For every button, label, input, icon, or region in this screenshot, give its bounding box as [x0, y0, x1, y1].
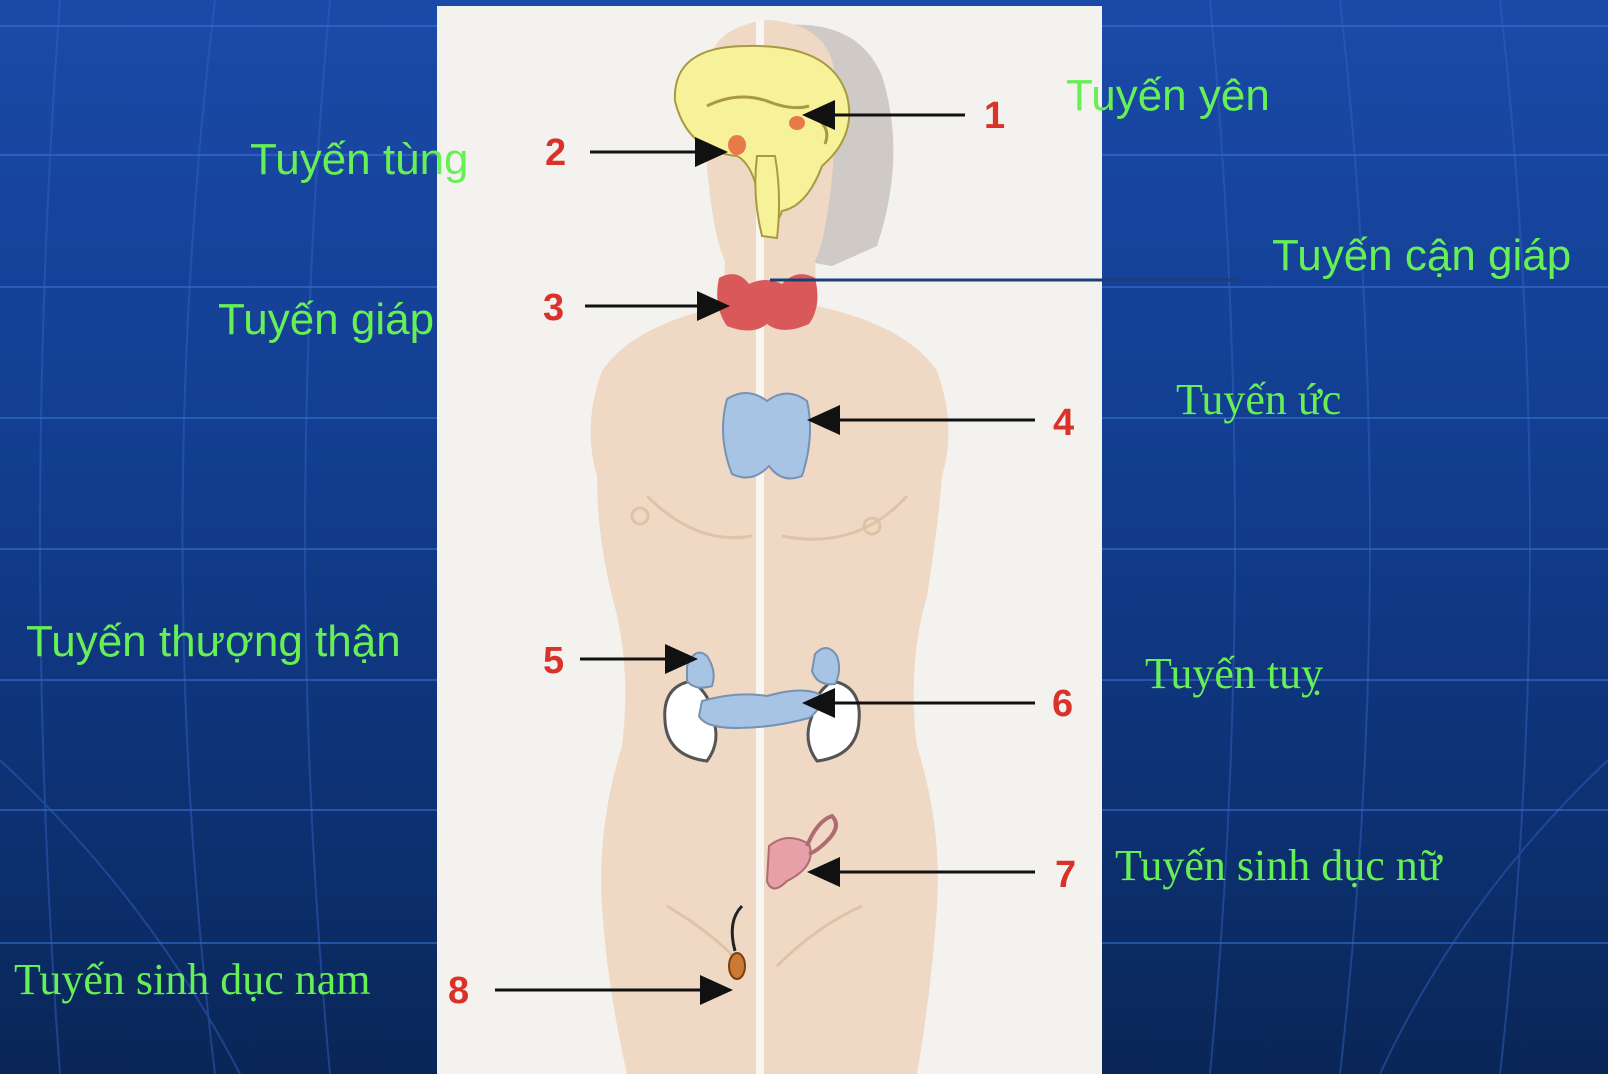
label-female-gonad: Tuyến sinh dục nữ: [1115, 844, 1442, 888]
label-thyroid: Tuyến giáp: [218, 298, 434, 342]
label-thymus: Tuyến ức: [1176, 378, 1341, 422]
label-pituitary: Tuyến yên: [1066, 74, 1270, 118]
label-male-gonad: Tuyến sinh dục nam: [14, 958, 371, 1002]
thyroid-gland: [717, 274, 817, 330]
adrenal-gland-right: [812, 648, 839, 684]
pituitary-gland: [789, 116, 805, 130]
body-illustration-panel: [437, 6, 1102, 1074]
pineal-gland: [728, 135, 746, 155]
label-parathyroid: Tuyến cận giáp: [1272, 234, 1571, 278]
brainstem: [755, 156, 779, 238]
thymus-gland: [723, 393, 810, 478]
body-illustration: [437, 6, 1102, 1074]
testis: [729, 953, 745, 979]
label-adrenal: Tuyến thượng thận: [26, 620, 401, 664]
label-pancreas: Tuyến tuỵ: [1145, 652, 1323, 696]
label-pineal: Tuyến tùng: [250, 138, 469, 182]
